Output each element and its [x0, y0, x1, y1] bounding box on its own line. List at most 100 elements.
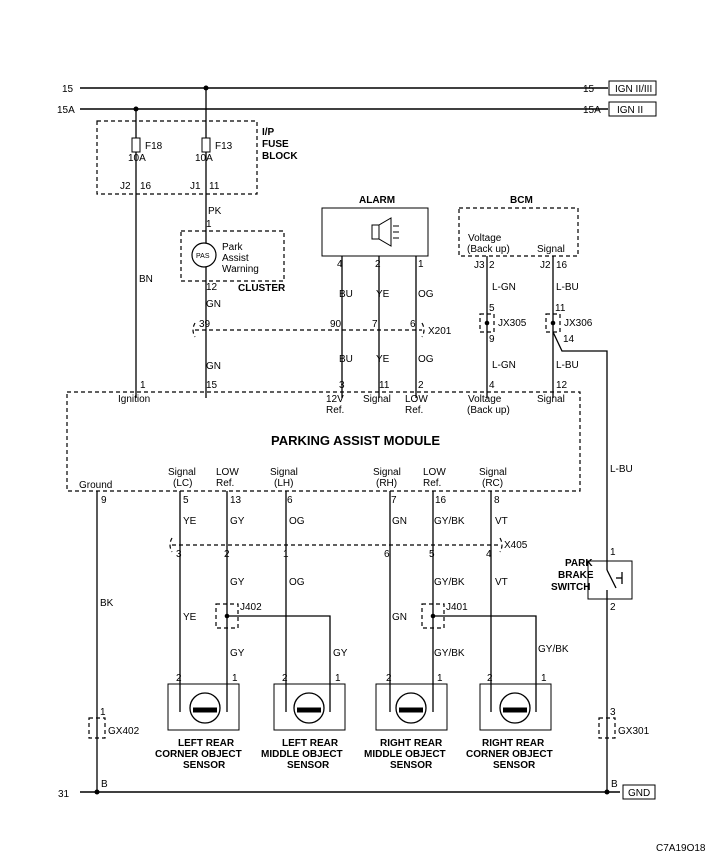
gx301: 3 GX301: [598, 707, 650, 739]
sensor-2-pin-a: 2: [282, 673, 288, 684]
x405-pin-3: 3: [176, 549, 182, 560]
module-pin-13: 13: [230, 495, 242, 506]
rail-15a-label: 15A: [57, 105, 75, 116]
wire-og-lower-label: OG: [418, 354, 434, 365]
parking-assist-module: 1 15 3 11 2 4 12 Ignition 12V Ref. Signa…: [66, 380, 581, 506]
ground-b-right: B: [611, 779, 618, 790]
wire-bu-lower-label: BU: [339, 354, 353, 365]
alarm-title: ALARM: [359, 195, 395, 206]
gx301-outline: [598, 717, 616, 739]
module-sig-lc-1: Signal: [168, 467, 196, 478]
jx305-label: JX305: [498, 318, 527, 329]
sensor-1-pin-a: 2: [176, 673, 182, 684]
sensor-wires: [179, 491, 537, 678]
brake-switch-line2: BRAKE: [558, 570, 594, 581]
x405-label: X405: [504, 540, 528, 551]
wire-og-s1: OG: [289, 516, 305, 527]
bcm-outline: [458, 207, 579, 257]
gx402-label: GX402: [108, 726, 140, 737]
module-pin-5: 5: [183, 495, 189, 506]
alarm-box: [321, 207, 429, 257]
ign-2-tag: IGN II: [617, 105, 643, 116]
sensor-4-pin-b: 1: [541, 673, 547, 684]
module-pin-4: 4: [489, 380, 495, 391]
sensor-2-line2: MIDDLE OBJECT: [261, 749, 343, 760]
horn-icon: [371, 217, 399, 247]
sensor-4: 2 1 RIGHT REAR CORNER OBJECT SENSOR: [466, 673, 553, 771]
sensor-3-line1: RIGHT REAR: [380, 738, 443, 749]
pas-lamp-label: PAS: [196, 253, 210, 260]
cluster-label-3: Warning: [222, 264, 259, 275]
jx305-outline: [479, 313, 495, 333]
bcm-title: BCM: [510, 195, 533, 206]
wire-gn-lower-label: GN: [206, 361, 221, 372]
gx301-label: GX301: [618, 726, 650, 737]
jx306-splice: [550, 320, 556, 326]
sensor-1-line3: SENSOR: [183, 760, 226, 771]
gx402: 1 GX402: [88, 707, 140, 739]
park-brake-switch: PARK BRAKE SWITCH 1 2: [551, 547, 633, 792]
module-sig-rh-1: Signal: [373, 467, 401, 478]
wire-lgn-lower-label: L-GN: [492, 360, 516, 371]
alarm-pin-1: 1: [418, 259, 424, 270]
bcm-j2-pin: 16: [556, 260, 568, 271]
module-title: PARKING ASSIST MODULE: [271, 433, 440, 448]
rail-15-right-label: 15: [583, 84, 595, 95]
brake-switch-box: [587, 560, 633, 600]
fuse-f13-icon: [201, 137, 211, 153]
sensor-2: 2 1 LEFT REAR MIDDLE OBJECT SENSOR: [261, 673, 346, 771]
wire-og-s2: OG: [289, 577, 305, 588]
module-pin-1: 1: [140, 380, 146, 391]
x201-left-end: [192, 322, 196, 338]
ign-2-tag-box: [608, 101, 657, 117]
cluster-pin-top: 1: [206, 219, 212, 230]
gnd-tag: GND: [628, 788, 650, 799]
module-sig-rc-1: Signal: [479, 467, 507, 478]
wire-gybk-s3: GY/BK: [434, 648, 465, 659]
x201-right-end: [421, 322, 425, 338]
module-12v-1: 12V: [326, 394, 344, 405]
rail-15-label: 15: [62, 84, 74, 95]
j401-label: J401: [446, 602, 468, 613]
bcm-signal: Signal: [537, 244, 565, 255]
module-ignition: Ignition: [118, 394, 150, 405]
sensor-4-line2: CORNER OBJECT: [466, 749, 553, 760]
module-sig-rh-2: (RH): [376, 478, 397, 489]
wire-gy-s1: GY: [230, 516, 245, 527]
fuse-block-title-2: FUSE: [262, 139, 289, 150]
bcm-j3-pin: 2: [489, 260, 495, 271]
sensor-4-line3: SENSOR: [493, 760, 536, 771]
x405-pin-1: 1: [283, 549, 289, 560]
rail-15a-right-label: 15A: [583, 105, 601, 116]
x405-left-end: [169, 537, 173, 553]
x201-pin-90: 90: [330, 319, 342, 330]
ground-b-left: B: [101, 779, 108, 790]
cluster-label-2: Assist: [222, 253, 249, 264]
sensor-3: 2 1 RIGHT REAR MIDDLE OBJECT SENSOR: [364, 673, 448, 771]
module-low-b-2: Ref.: [423, 478, 441, 489]
left-middle-low-ref-wire: [227, 615, 331, 678]
x405-pin-4: 4: [486, 549, 492, 560]
j401-outline: [421, 603, 445, 629]
module-signal-top: Signal: [363, 394, 391, 405]
sensor-1-pin-b: 1: [232, 673, 238, 684]
gx402-pin: 1: [100, 707, 106, 718]
bcm-j2: J2: [540, 260, 551, 271]
f18-pin: 16: [140, 181, 152, 192]
module-low-b-1: LOW: [423, 467, 446, 478]
sensor-1-box: [167, 683, 240, 731]
sensor-1-line2: CORNER OBJECT: [155, 749, 242, 760]
module-low-1: LOW: [405, 394, 428, 405]
j402: J402: [215, 602, 262, 629]
sensor-3-pin-b: 1: [437, 673, 443, 684]
wire-bn-label: BN: [139, 274, 153, 285]
j402-outline: [215, 603, 239, 629]
sensor-3-pin-a: 2: [386, 673, 392, 684]
switch-contact-icon: [606, 561, 623, 599]
module-sig-lh-1: Signal: [270, 467, 298, 478]
alarm: ALARM 4 2 1: [321, 195, 429, 398]
f18-name: F18: [145, 141, 163, 152]
module-low-a-1: LOW: [216, 467, 239, 478]
wire-gybk-right4: GY/BK: [538, 644, 569, 655]
figure-code: C7A19O18: [656, 843, 706, 854]
